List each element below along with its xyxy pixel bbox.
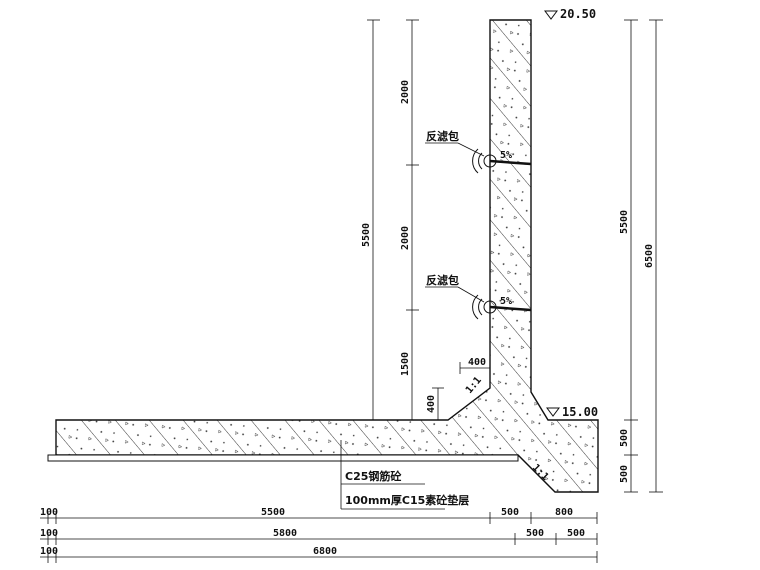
- right-dimension-lines: [624, 19, 663, 493]
- label-cushion: 100mm厚C15素砼垫层: [345, 493, 469, 507]
- haunch-ratio: 1:1: [464, 375, 484, 396]
- filter-label-upper: 反滤包: [426, 129, 459, 143]
- elevation-bottom: 15.00: [562, 405, 598, 419]
- drain-pipe-upper: [472, 148, 532, 174]
- left-dimension-lines: [367, 19, 490, 421]
- dim-row1-c: 500: [501, 507, 519, 518]
- wall-section: [55, 19, 599, 493]
- filter-label-lower: 反滤包: [426, 273, 459, 287]
- drain-pipe-lower: [472, 294, 532, 320]
- callout-lines: [340, 440, 445, 510]
- dim-toe-500: 500: [619, 465, 630, 483]
- dim-haunch-h: 400: [426, 395, 437, 413]
- dim-right-total: 6500: [644, 244, 655, 268]
- dim-right-inner: 5500: [619, 210, 630, 234]
- elevation-top-marker: [544, 10, 558, 20]
- slope-label-lower: 5%: [500, 296, 512, 307]
- dim-row2-b: 5800: [273, 528, 297, 539]
- label-concrete: C25钢筋砼: [345, 469, 402, 483]
- dim-left-total: 5500: [361, 223, 372, 247]
- elevation-bottom-marker: [546, 407, 560, 417]
- slope-label-upper: 5%: [500, 150, 512, 161]
- dim-row1-b: 5500: [261, 507, 285, 518]
- dim-row1-d: 800: [555, 507, 573, 518]
- dim-row2-a: 100: [40, 528, 58, 539]
- cushion-layer: [47, 454, 519, 462]
- dim-row1-a: 100: [40, 507, 58, 518]
- dim-row3-b: 6800: [313, 546, 337, 557]
- dim-seg-mid: 2000: [400, 226, 411, 250]
- dim-base-500: 500: [619, 429, 630, 447]
- dim-row2-d: 500: [567, 528, 585, 539]
- dim-seg-low: 1500: [400, 352, 411, 376]
- dim-haunch-w: 400: [468, 357, 486, 368]
- dim-seg-top: 2000: [400, 80, 411, 104]
- dim-row2-c: 500: [526, 528, 544, 539]
- elevation-top: 20.50: [560, 7, 596, 21]
- bottom-dimension-lines: [40, 512, 598, 563]
- dim-row3-a: 100: [40, 546, 58, 557]
